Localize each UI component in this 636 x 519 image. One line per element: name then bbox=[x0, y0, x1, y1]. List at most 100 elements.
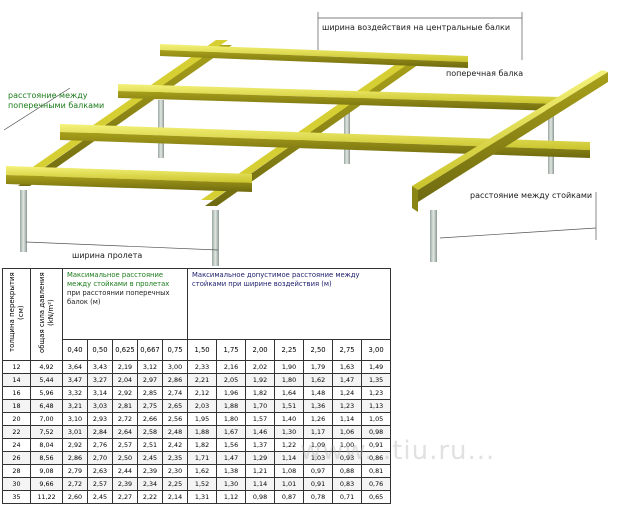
table-cell: 22 bbox=[2, 425, 31, 439]
table-cell: 2,75 bbox=[137, 399, 163, 413]
table-cell: 2,85 bbox=[137, 386, 163, 400]
table-cell: 2,56 bbox=[161, 412, 189, 426]
table-cell: 7,52 bbox=[30, 425, 63, 439]
table-cell: 1,47 bbox=[332, 373, 363, 387]
table-cell: 2,39 bbox=[112, 477, 138, 491]
table-cell: 0,98 bbox=[245, 490, 276, 504]
table-cell: 1,21 bbox=[245, 464, 276, 478]
table-cell: 3,01 bbox=[62, 425, 88, 439]
label-post-spacing: расстояние между стойками bbox=[470, 191, 592, 200]
column-header: 0,625 bbox=[112, 339, 138, 361]
table-cell: 1,90 bbox=[274, 360, 305, 374]
table-cell: 1,37 bbox=[245, 438, 276, 452]
table-cell: 2,22 bbox=[137, 490, 163, 504]
table-cell: 1,36 bbox=[303, 399, 334, 413]
table-cell: 0,76 bbox=[361, 477, 392, 491]
table-cell: 1,40 bbox=[274, 412, 305, 426]
table-cell: 3,14 bbox=[87, 386, 113, 400]
table-cell: 1,82 bbox=[187, 438, 218, 452]
table-cell: 2,70 bbox=[87, 451, 113, 465]
main-beam-left bbox=[18, 45, 232, 186]
table-cell: 2,45 bbox=[87, 490, 113, 504]
table-cell: 1,62 bbox=[303, 373, 334, 387]
table-cell: 6,48 bbox=[30, 399, 63, 413]
table-cell: 24 bbox=[2, 438, 31, 452]
table-cell: 3,47 bbox=[62, 373, 88, 387]
column-header: 0,50 bbox=[87, 339, 113, 361]
table-cell: 2,63 bbox=[87, 464, 113, 478]
table-cell: 2,05 bbox=[216, 373, 247, 387]
table-cell: 1,30 bbox=[216, 477, 247, 491]
label-cross-beam-spacing-2: поперечными балками bbox=[8, 101, 104, 110]
table-cell: 35 bbox=[2, 490, 31, 504]
table-cell: 2,50 bbox=[112, 451, 138, 465]
table-cell: 0,65 bbox=[361, 490, 392, 504]
table-cell: 0,83 bbox=[332, 477, 363, 491]
front-posts bbox=[20, 190, 437, 266]
table-cell: 0,78 bbox=[303, 490, 334, 504]
table-cell: 2,57 bbox=[112, 438, 138, 452]
table-cell: 26 bbox=[2, 451, 31, 465]
table-cell: 2,25 bbox=[161, 477, 189, 491]
label-cross-beam: поперечная балка bbox=[446, 69, 523, 78]
table-cell: 1,62 bbox=[187, 464, 218, 478]
table-cell: 1,96 bbox=[216, 386, 247, 400]
table-cell: 2,86 bbox=[161, 373, 189, 387]
cross-beams bbox=[6, 44, 608, 212]
table-cell: 2,51 bbox=[137, 438, 163, 452]
table-cell: 1,23 bbox=[332, 399, 363, 413]
table-cell: 3,03 bbox=[87, 399, 113, 413]
column-header: 2,00 bbox=[245, 339, 276, 361]
table-cell: 1,95 bbox=[187, 412, 218, 426]
table-cell: 2,81 bbox=[112, 399, 138, 413]
table-cell: 2,21 bbox=[187, 373, 218, 387]
table-cell: 2,76 bbox=[87, 438, 113, 452]
table-cell: 2,72 bbox=[112, 412, 138, 426]
table-cell: 3,32 bbox=[62, 386, 88, 400]
table-cell: 1,05 bbox=[361, 412, 392, 426]
table-cell: 2,45 bbox=[137, 451, 163, 465]
table-cell: 8,04 bbox=[30, 438, 63, 452]
table-cell: 16 bbox=[2, 386, 31, 400]
table-cell: 1,63 bbox=[332, 360, 363, 374]
table-cell: 1,67 bbox=[216, 425, 247, 439]
table-cell: 1,80 bbox=[216, 412, 247, 426]
column-header: 0,75 bbox=[161, 339, 189, 361]
watermark: www. .tiu.ru... bbox=[300, 436, 496, 466]
table-cell: 1,82 bbox=[245, 386, 276, 400]
table-cell: 2,48 bbox=[161, 425, 189, 439]
table-cell: 1,88 bbox=[216, 399, 247, 413]
table-cell: 1,79 bbox=[303, 360, 334, 374]
table-cell: 0,97 bbox=[303, 464, 334, 478]
table-cell: 2,66 bbox=[137, 412, 163, 426]
label-span-width: ширина пролета bbox=[72, 251, 142, 260]
table-cell: 0,88 bbox=[332, 464, 363, 478]
post bbox=[212, 210, 219, 266]
table-cell: 0,71 bbox=[332, 490, 363, 504]
table-cell: 2,93 bbox=[87, 412, 113, 426]
table-cell: 1,52 bbox=[187, 477, 218, 491]
table-cell: 3,64 bbox=[62, 360, 88, 374]
table-cell: 3,12 bbox=[137, 360, 163, 374]
table-cell: 0,91 bbox=[361, 438, 392, 452]
table-cell: 1,70 bbox=[245, 399, 276, 413]
table-cell: 1,46 bbox=[245, 425, 276, 439]
table-cell: 1,23 bbox=[361, 386, 392, 400]
table-cell: 30 bbox=[2, 477, 31, 491]
table-cell: 2,74 bbox=[161, 386, 189, 400]
table-cell: 2,72 bbox=[62, 477, 88, 491]
table-cell: 1,80 bbox=[274, 373, 305, 387]
table-cell: 1,31 bbox=[187, 490, 218, 504]
table-cell: 11,22 bbox=[30, 490, 63, 504]
table-cell: 1,64 bbox=[274, 386, 305, 400]
column-header: 2,75 bbox=[332, 339, 363, 361]
table-cell: 2,44 bbox=[112, 464, 138, 478]
